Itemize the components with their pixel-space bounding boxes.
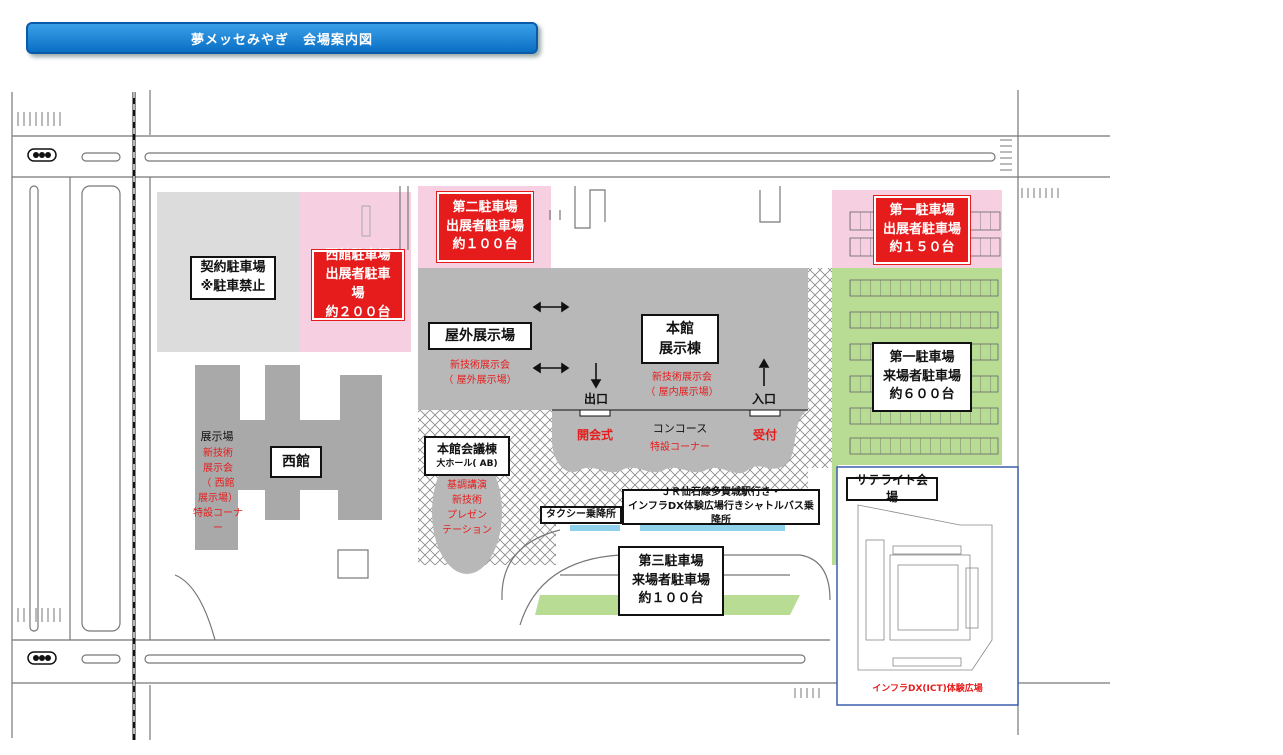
west-event-line-5: 特設コーナー [193, 508, 243, 534]
conference-hall-building [432, 450, 502, 574]
conference-hall-event: 基調講演 新技術 プレゼン テーション [436, 478, 498, 538]
second-parking-label: 第二駐車場 出展者駐車場 約１００台 [436, 191, 534, 263]
third-parking-capacity: 約１００台 [638, 591, 704, 607]
main-hall-event-name: 新技術展示会 [652, 372, 712, 383]
entrance-label: 入口 [751, 392, 776, 406]
first-parking-visitor-type: 来場者駐車場 [882, 368, 961, 384]
map-title-banner: 夢メッセみやぎ 会場案内図 [26, 22, 538, 54]
new-tech-label: 新技術 [452, 495, 482, 506]
outdoor-event-place: （ 屋外展示場） [443, 375, 517, 386]
first-parking-exhibitor-label: 第一駐車場 出展者駐車場 約１５０台 [873, 195, 971, 265]
conference-hall-name: 本館会議棟 [436, 442, 497, 457]
west-exhibition-label: 展示場 [200, 430, 234, 443]
opening-ceremony-label: 開会式 [576, 428, 613, 442]
west-event-line-3: （ 西館 [201, 478, 235, 489]
arrows [532, 301, 770, 389]
west-event-line-4: 展示場） [198, 493, 238, 504]
outdoor-exhibition-event: 新技術展示会 （ 屋外展示場） [430, 358, 530, 388]
first-parking-exhibitor-name: 第一駐車場 [889, 202, 955, 218]
conference-hall-room: 大ホール( AB) [436, 459, 498, 470]
west-hall-event: 新技術 展示会 （ 西館 展示場） 特設コーナー [192, 446, 244, 536]
first-parking-visitor-name: 第一駐車場 [889, 349, 955, 365]
satellite-venue-label: サテライト会場 [846, 473, 938, 504]
taxi-stand-name: タクシー乗降所 [546, 509, 616, 520]
outdoor-exhibition-label: 屋外展示場 [428, 322, 532, 350]
main-hall-type: 展示棟 [659, 341, 701, 357]
west-hall-label: 西館 [270, 446, 322, 478]
exit-label: 出口 [583, 392, 608, 406]
first-parking-exhibitor-type: 出展者駐車場 [882, 221, 961, 237]
crosswalks [17, 112, 1059, 698]
third-parking-type: 来場者駐車場 [631, 572, 710, 588]
keynote-label: 基調講演 [447, 480, 487, 491]
presentation-label-2: テーション [442, 525, 492, 536]
shuttle-bus-label: ＪＲ仙石線多賀城駅行き・ インフラDX体験広場行きシャトルバス乗降所 [622, 487, 820, 526]
third-parking-name: 第三駐車場 [638, 553, 704, 569]
west-hall-name: 西館 [282, 453, 310, 470]
second-parking-type: 出展者駐車場 [445, 218, 524, 234]
first-parking-visitor-label: 第一駐車場 来場者駐車場 約６００台 [872, 342, 972, 412]
west-event-line-1: 新技術 [203, 448, 233, 459]
third-parking-label: 第三駐車場 来場者駐車場 約１００台 [618, 546, 724, 616]
infra-dx-label: インフラDX(ICT)体験広場 [872, 684, 983, 694]
hatched-east [808, 268, 832, 468]
traffic-light-icon [27, 148, 57, 665]
west-hall-parking-capacity: 約２００台 [325, 304, 391, 320]
second-parking-name: 第二駐車場 [452, 199, 518, 215]
second-parking-capacity: 約１００台 [452, 237, 518, 253]
west-event-line-2: 展示会 [203, 463, 233, 474]
outdoor-event-name: 新技術展示会 [450, 360, 510, 371]
shuttle-line-2: インフラDX体験広場行きシャトルバス乗降所 [628, 501, 814, 526]
main-hall-label: 本館 展示棟 [641, 314, 719, 364]
main-hall-name: 本館 [666, 320, 694, 337]
west-hall-parking-label: 西館駐車場 出展者駐車場 約２００台 [311, 248, 405, 321]
contract-parking-name: 契約駐車場 [200, 260, 266, 276]
main-hall-building [552, 268, 808, 474]
outdoor-exhibition-name: 屋外展示場 [445, 327, 515, 344]
taxi-stand-label: タクシー乗降所 [540, 506, 622, 524]
main-hall-event: 新技術展示会 （ 屋内展示場） [632, 370, 732, 400]
west-hall-parking-type: 出展者駐車場 [325, 267, 391, 301]
first-parking-visitor-capacity: 約６００台 [889, 387, 955, 403]
contract-parking-label: 契約駐車場 ※駐車禁止 [190, 256, 276, 300]
presentation-label-1: プレゼン [447, 510, 487, 521]
conference-hall-label: 本館会議棟 大ホール( AB) [424, 436, 510, 476]
shuttle-line-1: ＪＲ仙石線多賀城駅行き・ [661, 487, 781, 498]
satellite-venue-plan [857, 504, 993, 671]
concourse-label: コンコース [652, 422, 708, 435]
main-hall-event-place: （ 屋内展示場） [645, 387, 719, 398]
special-corner-label: 特設コーナー [650, 442, 710, 453]
no-parking-note: ※駐車禁止 [200, 279, 266, 294]
first-parking-exhibitor-capacity: 約１５０台 [889, 240, 955, 256]
map-title: 夢メッセみやぎ 会場案内図 [190, 32, 373, 48]
west-hall-parking-name: 西館駐車場 [325, 248, 391, 264]
satellite-venue-name: サテライト会場 [855, 472, 928, 504]
reception-label: 受付 [752, 428, 777, 442]
